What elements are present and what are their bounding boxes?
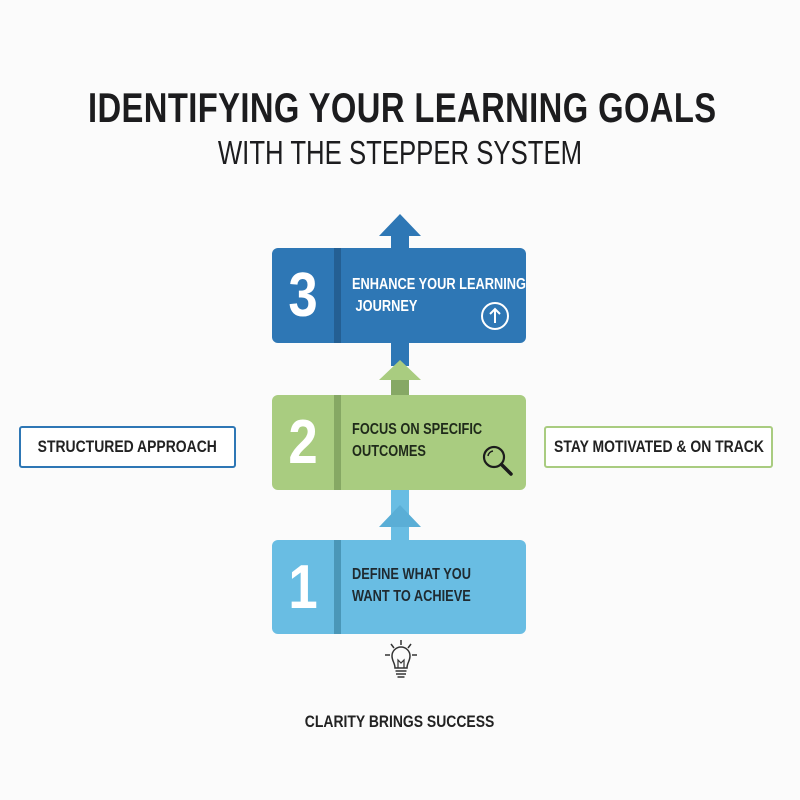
step-2-divider: [334, 395, 341, 490]
step-1-label: DEFINE WHAT YOU WANT TO ACHIEVE: [352, 566, 471, 605]
magnifying-glass-icon: [482, 445, 513, 476]
arrow-up-circle-icon: [481, 302, 509, 330]
page-subtitle: WITH THE STEPPER SYSTEM: [217, 134, 583, 171]
lightbulb-icon: [385, 640, 417, 678]
stay-motivated-label: STAY MOTIVATED & ON TRACK: [544, 426, 773, 468]
step-3-label: ENHANCE YOUR LEARNING JOURNEY: [352, 276, 526, 315]
step-3-number: 3: [288, 261, 318, 330]
structured-approach-label: STRUCTURED APPROACH: [19, 426, 236, 468]
step-1-divider: [334, 540, 341, 634]
step-3-card[interactable]: 3 ENHANCE YOUR LEARNING JOURNEY: [272, 248, 526, 343]
top-arrowhead: [379, 214, 421, 236]
connector-shaft-green: [391, 380, 409, 396]
footer-text: CLARITY BRINGS SUCCESS: [305, 712, 495, 731]
connector-arrowhead-green: [379, 360, 421, 380]
connector-arrowhead-lightblue: [379, 505, 421, 527]
step-2-number: 2: [288, 408, 318, 477]
step-2-card[interactable]: 2 FOCUS ON SPECIFIC OUTCOMES: [272, 395, 526, 490]
step-1-number: 1: [288, 552, 318, 622]
step-2-label: FOCUS ON SPECIFIC OUTCOMES: [352, 421, 483, 460]
step-3-divider: [334, 248, 341, 343]
step-1-card[interactable]: 1 DEFINE WHAT YOU WANT TO ACHIEVE: [272, 540, 526, 634]
page-title: IDENTIFYING YOUR LEARNING GOALS: [88, 84, 717, 131]
